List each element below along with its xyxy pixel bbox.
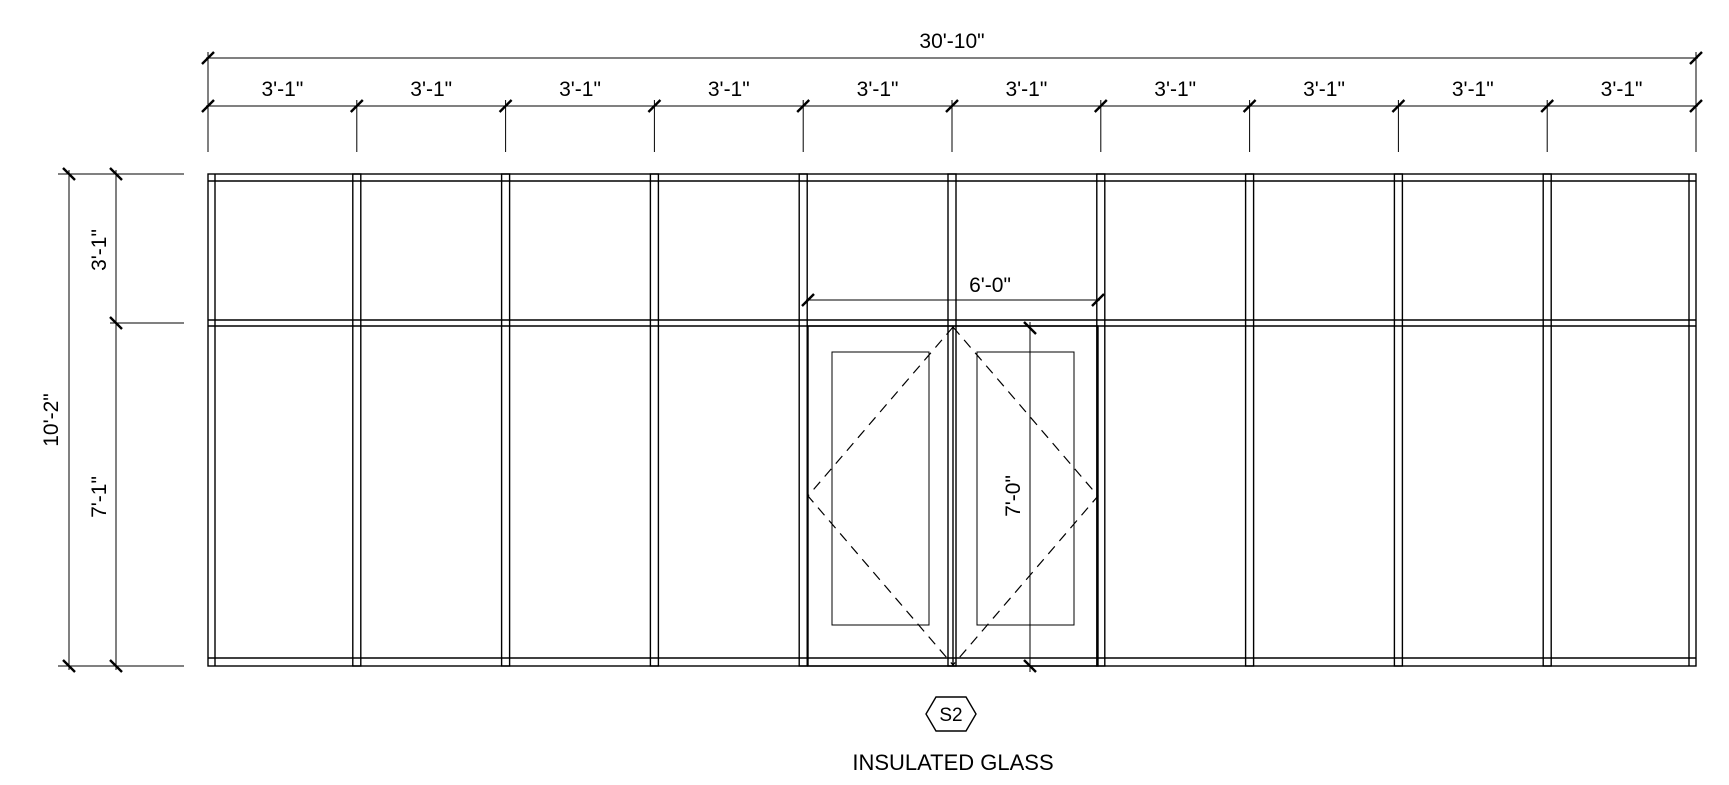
storefront-frame [207, 173, 1697, 667]
mullion [649, 173, 660, 667]
door-width-dimension: 6'-0" [801, 274, 1105, 307]
lower-height-label: 7'-1" [88, 476, 111, 518]
door-height-label: 7'-0" [1002, 475, 1025, 517]
module-width-label: 3'-1" [708, 78, 750, 101]
dimension-tick [349, 99, 364, 113]
door-left-swing [807, 326, 954, 666]
mullion [352, 173, 362, 667]
overall-height-label: 10'-2" [40, 393, 63, 447]
dimension-tick [1391, 99, 1406, 113]
mullion [1393, 173, 1404, 667]
mullion [947, 173, 957, 667]
module-width-label: 3'-1" [410, 78, 452, 101]
module-width-label: 3'-1" [559, 78, 601, 101]
hexagon-tag-icon [925, 696, 977, 732]
overall-width-dimension: 30'-10" [201, 30, 1703, 152]
door-right-swing [952, 326, 1099, 666]
door-width-label: 6'-0" [969, 274, 1011, 297]
dimension-tick [201, 99, 215, 113]
dimension-tick [1540, 99, 1555, 113]
frame-outline [207, 173, 1697, 667]
height-dimensions: 10'-2" 3'-1" 7'-1" [40, 167, 184, 673]
module-width-label: 3'-1" [1154, 78, 1196, 101]
door-height-dimension: 7'-0" [1002, 321, 1037, 673]
overall-width-label: 30'-10" [919, 30, 984, 53]
mullion [1096, 173, 1106, 667]
module-width-label: 3'-1" [1601, 78, 1643, 101]
dimension-tick [1242, 99, 1257, 113]
mullion [500, 173, 511, 667]
glass-type-symbol: S2 [939, 705, 962, 726]
mullion [798, 173, 808, 667]
door-right-glass [976, 351, 1075, 626]
dimension-tick [647, 99, 662, 113]
module-width-label: 3'-1" [857, 78, 899, 101]
glass-type-label: INSULATED GLASS [852, 750, 1053, 775]
dimension-tick [945, 99, 959, 113]
dimension-tick [1689, 99, 1703, 113]
module-width-label: 3'-1" [1452, 78, 1494, 101]
door-pair [807, 325, 1099, 667]
dimension-tick [498, 99, 513, 113]
module-width-label: 3'-1" [1303, 78, 1345, 101]
mullion [1244, 173, 1255, 667]
dimension-tick [796, 99, 811, 113]
transom-height-label: 3'-1" [88, 229, 111, 271]
module-width-dimensions: 3'-1" 3'-1" 3'-1" 3'-1" 3'-1" 3'-1" 3'-1" 3'-1"… [201, 78, 1703, 152]
glass-type-tag: S2 INSULATED GLASS [852, 696, 1054, 775]
door-left-glass [831, 351, 930, 626]
mullion [1542, 173, 1552, 667]
module-width-label: 3'-1" [1005, 78, 1047, 101]
dimension-tick [1093, 99, 1108, 113]
module-width-label: 3'-1" [261, 78, 303, 101]
